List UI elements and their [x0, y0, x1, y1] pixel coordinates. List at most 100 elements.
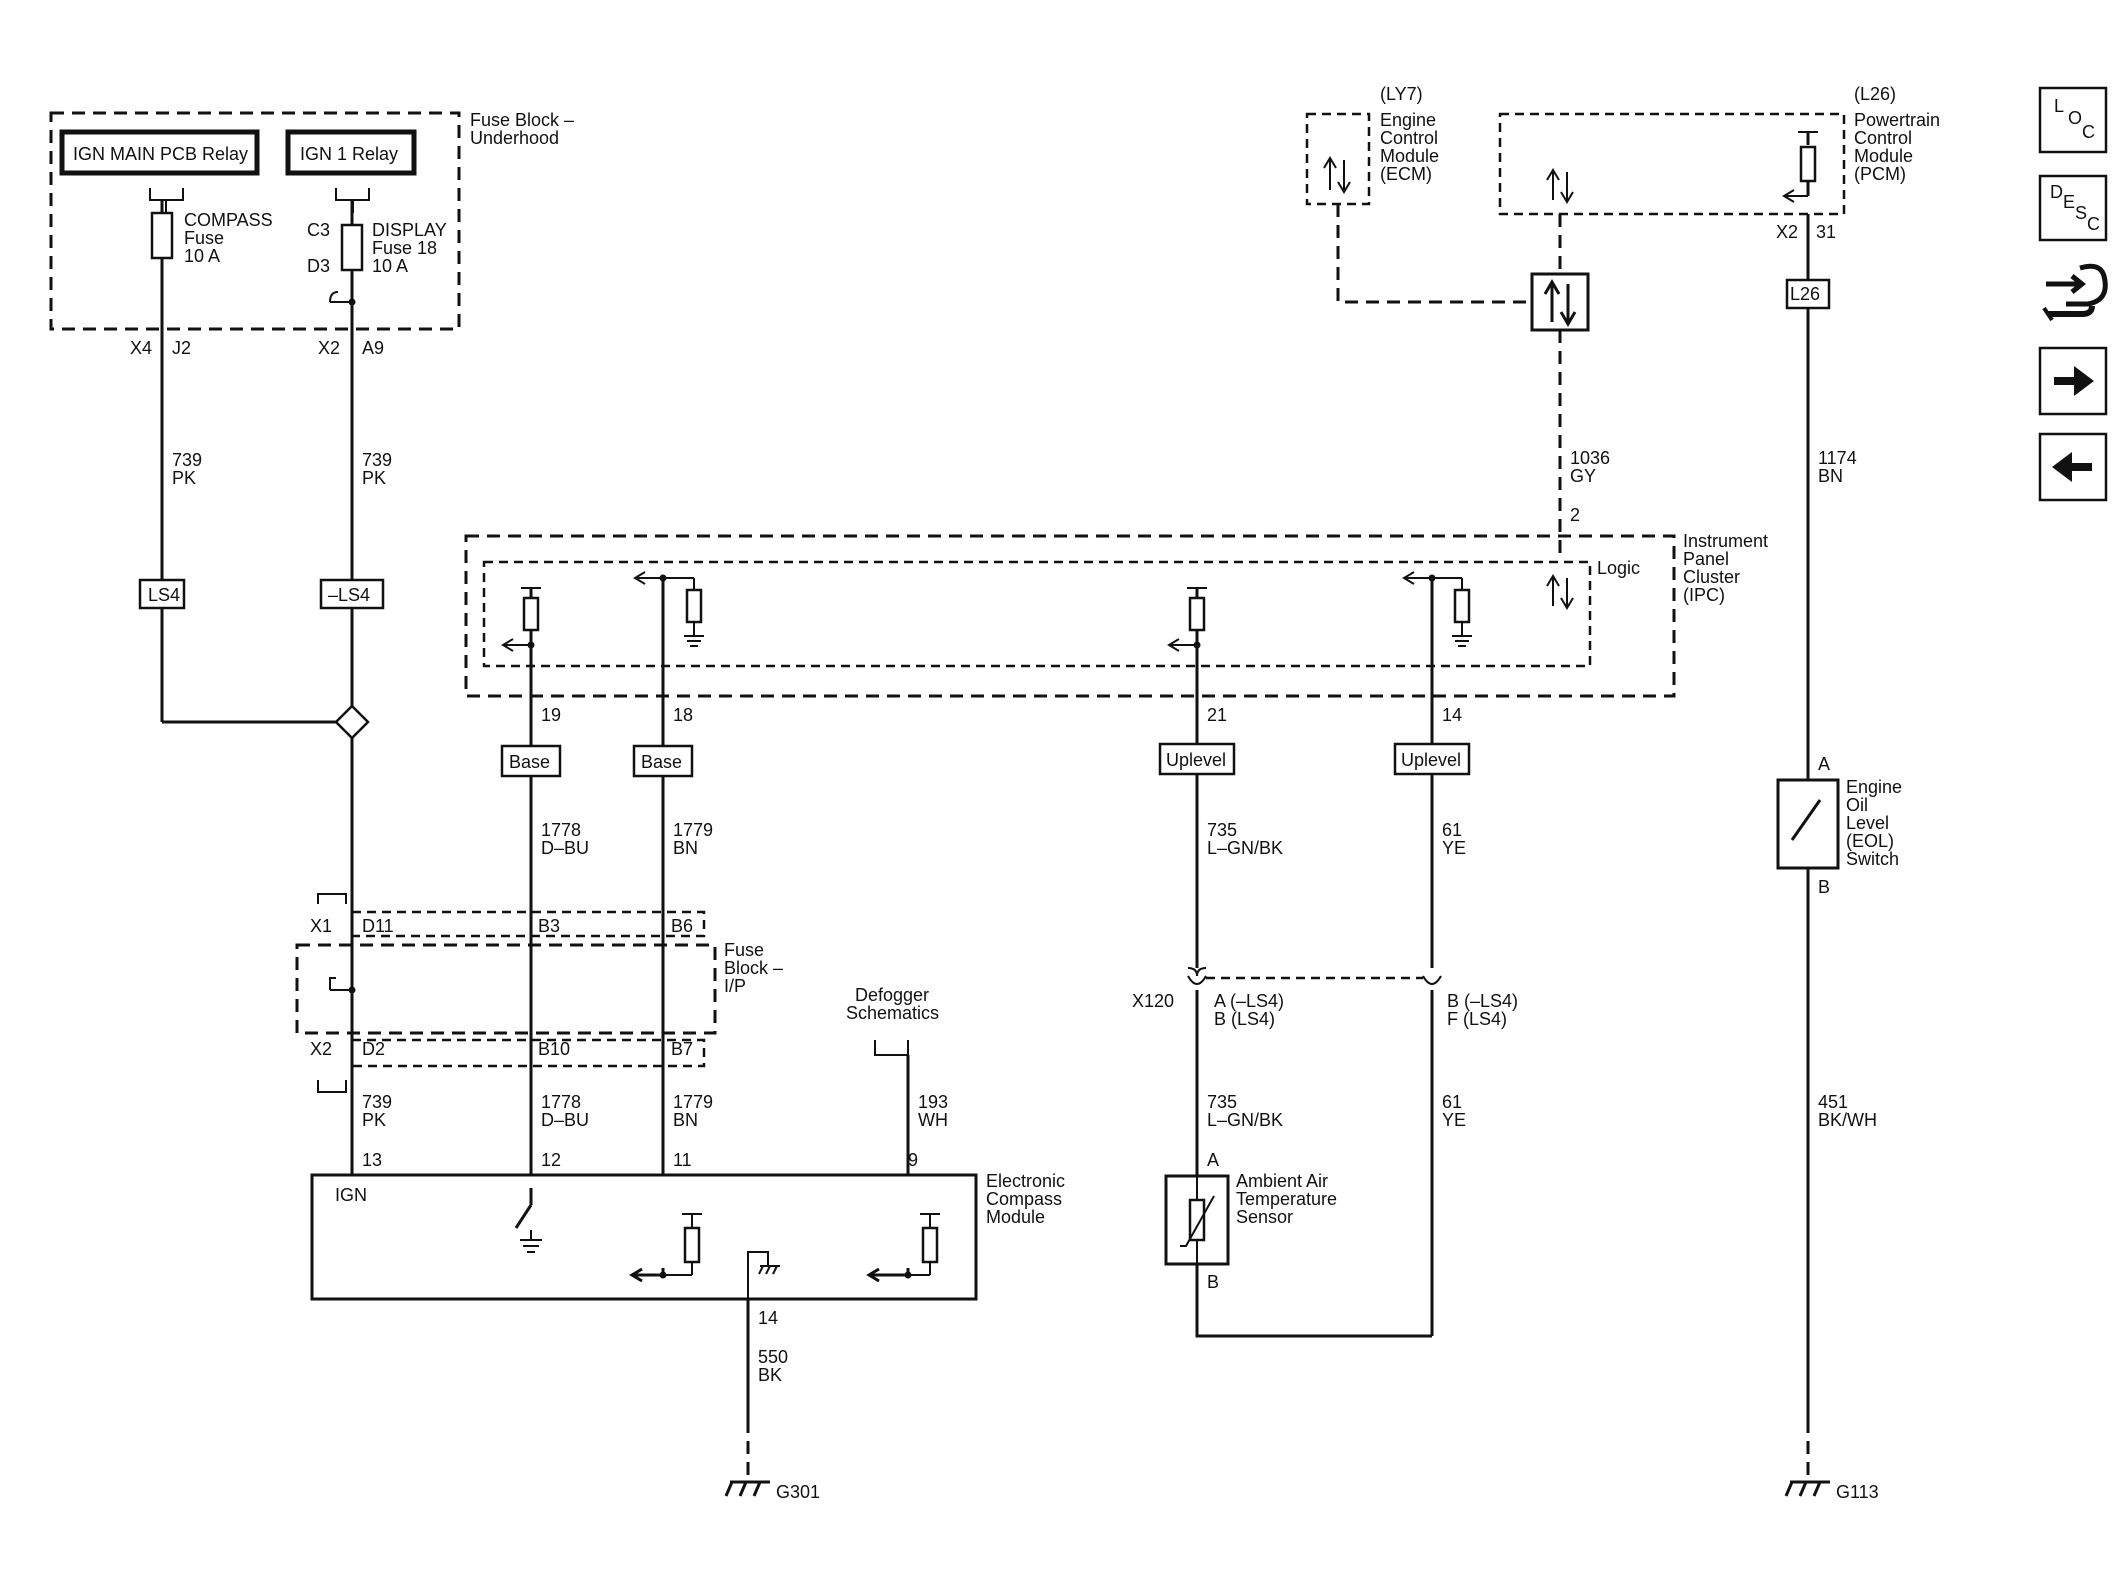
compass-module-label-2: Compass [986, 1189, 1062, 1209]
ipc-logic-label: Logic [1597, 558, 1640, 578]
compass-fuse-type: Fuse [184, 228, 224, 248]
ground-g301-icon [724, 1480, 770, 1497]
ign-1-relay-label: IGN 1 Relay [300, 144, 398, 164]
ipc-label-2: Panel [1683, 549, 1729, 569]
wire-1778-label-2: 1778 [541, 1092, 581, 1112]
conn-x2-a: X2 [318, 338, 340, 358]
fuse-block-ip-label-2: Block – [724, 958, 783, 978]
ipc-label-1: Instrument [1683, 531, 1768, 551]
defogger-label-1: Defogger [855, 985, 929, 1005]
wire-739-color-3: PK [362, 1110, 386, 1130]
eol-label-3: Level [1846, 813, 1889, 833]
compass-pin-12: 12 [541, 1150, 561, 1170]
x120-pin-f-ls4: F (LS4) [1447, 1009, 1507, 1029]
next-page-button[interactable] [2038, 346, 2108, 416]
ground-g301-label: G301 [776, 1482, 820, 1502]
eol-pin-a: A [1818, 754, 1830, 774]
desc-letter-s: S [2075, 203, 2087, 223]
wire-193-color: WH [918, 1110, 948, 1130]
pcm-label-2: Control [1854, 128, 1912, 148]
compass-pin-11: 11 [673, 1150, 692, 1170]
option-not-ls4-box [319, 578, 385, 610]
wire-61-color: YE [1442, 838, 1466, 858]
ambient-sensor-label-3: Sensor [1236, 1207, 1293, 1227]
wire-1779-color: BN [673, 838, 698, 858]
wire-1174-color: BN [1818, 466, 1843, 486]
fuse-block-underhood-label-2: Underhood [470, 128, 559, 148]
ipc-pullup-resistor-19 [522, 596, 540, 632]
loc-button[interactable]: L O C [2038, 86, 2108, 154]
compass-pin-9: 9 [908, 1150, 918, 1170]
eol-switch [1776, 778, 1840, 870]
loc-letter-c: C [2082, 122, 2095, 142]
ecm: (LY7) Engine Control Module (ECM) [1305, 84, 1439, 206]
ambient-sensor-label-1: Ambient Air [1236, 1171, 1328, 1191]
ign-1-relay [285, 129, 417, 176]
compass-pin-13: 13 [362, 1150, 382, 1170]
previous-page-button[interactable] [2038, 432, 2108, 502]
ipc-pin-18: 18 [673, 705, 693, 725]
x120-pin-a: A (–LS4) [1214, 991, 1284, 1011]
fuse-block-ip-x1: X1 [310, 916, 332, 936]
compass-fuse-rating: 10 A [184, 246, 220, 266]
loc-letter-l: L [2054, 96, 2064, 116]
conn-x4: X4 [130, 338, 152, 358]
wire-735-color-2: L–GN/BK [1207, 1110, 1283, 1130]
display-fuse-pin-c3: C3 [307, 220, 330, 240]
ipc-pullup-resistor-21 [1188, 596, 1206, 632]
splice-diamond [334, 704, 370, 740]
wire-739-color-2: PK [362, 468, 386, 488]
wire-193-label: 193 [918, 1092, 948, 1112]
wire-1779-color-2: BN [673, 1110, 698, 1130]
compass-module-ign: IGN [335, 1185, 367, 1205]
option-uplevel-label-2: Uplevel [1401, 750, 1461, 770]
wire-735-label: 735 [1207, 820, 1237, 840]
ground-icon [684, 635, 704, 647]
serial-data-gateway: 1036 GY 2 [1530, 214, 1610, 560]
option-ls4-label: LS4 [148, 585, 180, 605]
conn-j2: J2 [172, 338, 191, 358]
ipc-pin-2: 2 [1570, 505, 1580, 525]
fuse-block-ip-pin-b7: B7 [671, 1039, 693, 1059]
wire-451-color: BK/WH [1818, 1110, 1877, 1130]
instrument-panel-cluster: Instrument Panel Cluster (IPC) Logic [464, 531, 1768, 725]
eol-label-5: Switch [1846, 849, 1899, 869]
eol-label-1: Engine [1846, 777, 1902, 797]
chassis-ground-icon [758, 1265, 780, 1275]
desc-letter-d: D [2050, 182, 2063, 202]
wire-451-label: 451 [1818, 1092, 1848, 1112]
defogger-label-2: Schematics [846, 1003, 939, 1023]
connector-tool-icon[interactable] [2038, 256, 2108, 332]
ambient-sensor-pin-a: A [1207, 1150, 1219, 1170]
compass-fuse [150, 211, 174, 260]
compass-pullup-resistor-9 [921, 1226, 939, 1264]
display-fuse-name: DISPLAY [372, 220, 447, 240]
eol-circuit: L26 1174 BN A Engine Oil Level (EOL) Swi… [1776, 214, 1902, 1502]
wire-1779-label: 1779 [673, 820, 713, 840]
ignition-feed-wires: 739 PK 739 PK LS4 –LS4 [138, 258, 392, 1175]
ground-g113-icon [1784, 1480, 1830, 1497]
switch-contact-icon [1790, 799, 1822, 841]
ign-main-pcb-relay-label: IGN MAIN PCB Relay [73, 144, 248, 164]
pcm-pullup-resistor [1799, 145, 1817, 183]
ambient-sensor-label-2: Temperature [1236, 1189, 1337, 1209]
ign-main-pcb-relay [59, 129, 260, 176]
ecm-label-1: Engine [1380, 110, 1436, 130]
switch-contact-icon [514, 1204, 533, 1229]
wire-1778-color-2: D–BU [541, 1110, 589, 1130]
wire-1174-label: 1174 [1818, 448, 1857, 468]
wire-735-label-2: 735 [1207, 1092, 1237, 1112]
pcm-conn-x2: X2 [1776, 222, 1798, 242]
fuse-block-ip-x2: X2 [310, 1039, 332, 1059]
ambient-air-temp-circuit: X120 A (–LS4) B (LS4) B (–LS4) F (LS4) 7… [1132, 967, 1518, 1338]
compass-module-label-1: Electronic [986, 1171, 1065, 1191]
display-fuse [340, 223, 364, 272]
desc-button[interactable]: D E S C [2038, 174, 2108, 242]
fuse-block-ip-pin-b10: B10 [538, 1039, 570, 1059]
electronic-compass-module: Electronic Compass Module IGN 13 12 11 9 [310, 1150, 1065, 1301]
display-fuse-pin-d3: D3 [307, 256, 330, 276]
ground-icon [1452, 635, 1472, 647]
option-not-ls4-label: –LS4 [328, 585, 370, 605]
data-arrows-icon [1546, 168, 1574, 204]
